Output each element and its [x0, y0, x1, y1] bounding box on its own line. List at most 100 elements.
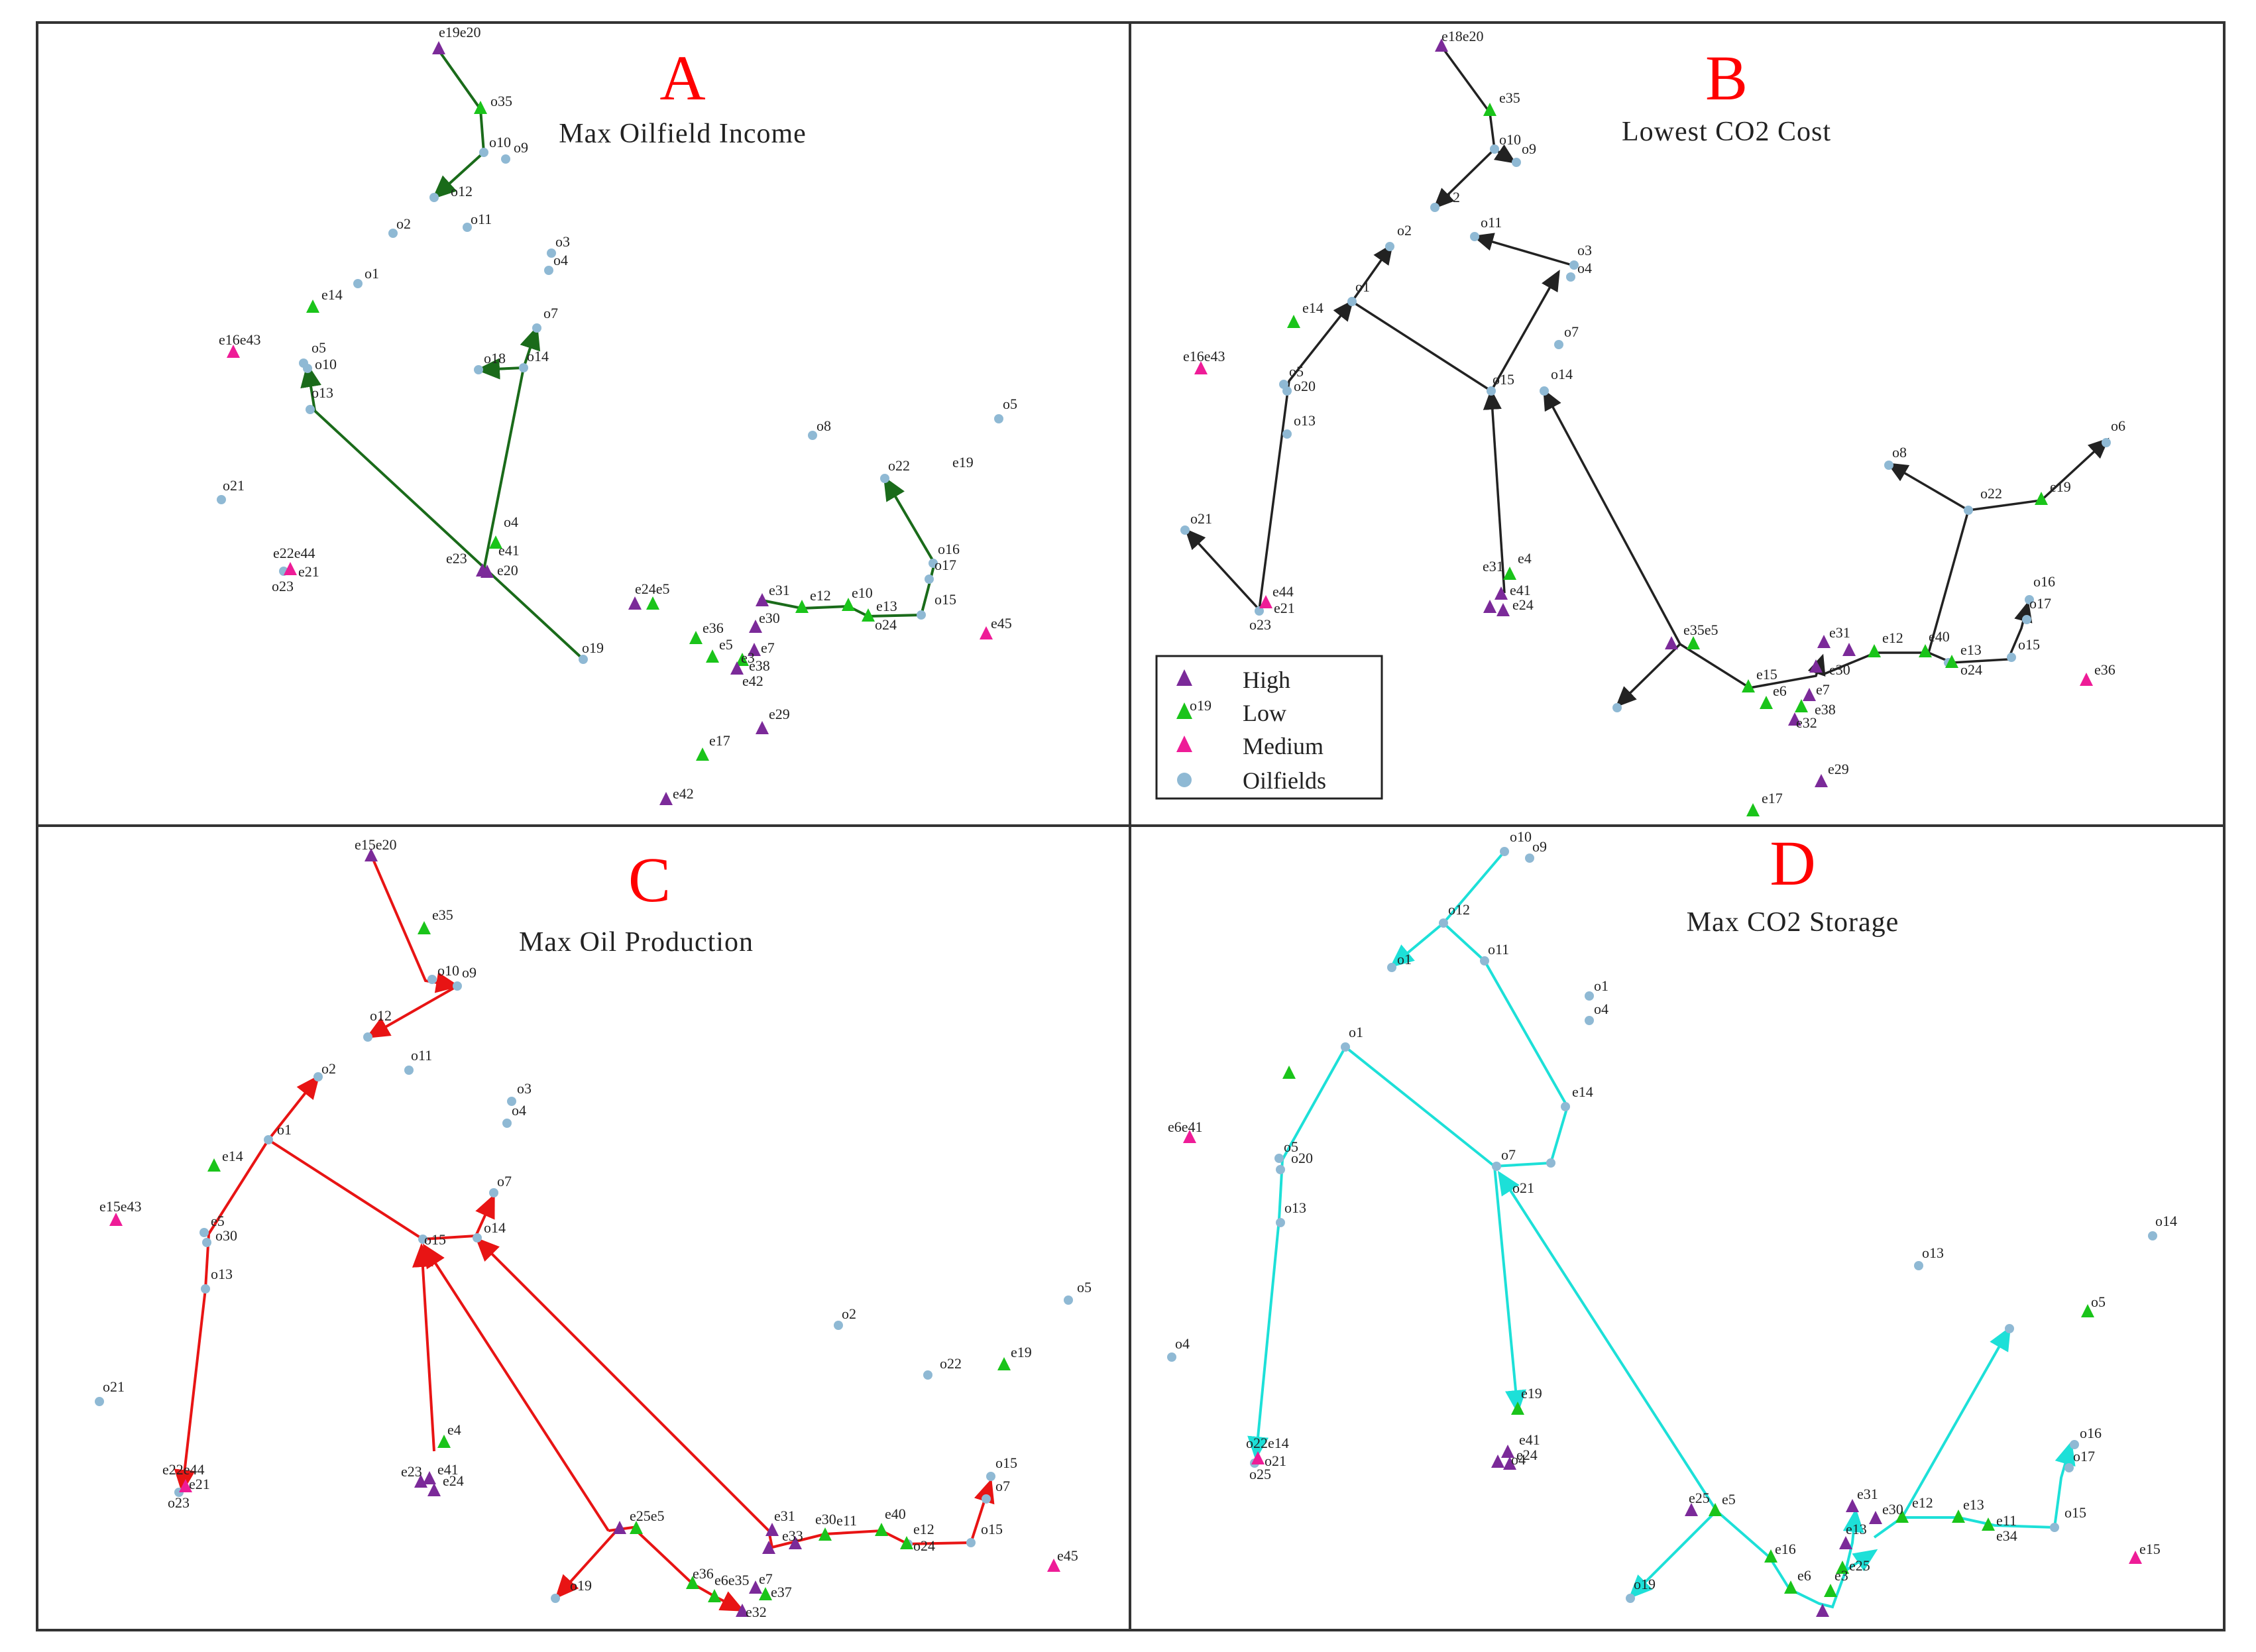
low-node: [1764, 1549, 1777, 1563]
low-node: [630, 1521, 643, 1534]
high-node: [1809, 659, 1823, 673]
low-node: [646, 596, 659, 610]
high-node: [1815, 774, 1828, 787]
node-label: e14: [1302, 300, 1324, 316]
node-label: o14: [2155, 1213, 2177, 1229]
low-node: [862, 608, 875, 622]
oilfield-node: [1566, 272, 1575, 282]
low-node: [1282, 1066, 1296, 1079]
oilfield-node: [925, 575, 934, 584]
node-label: e13: [1846, 1521, 1867, 1537]
oilfield-node: [1540, 386, 1549, 396]
oilfield-node: [217, 495, 226, 504]
oilfield-node: [1525, 854, 1534, 863]
low-node: [1795, 699, 1808, 712]
high-node: [749, 620, 762, 633]
panel-b-labels: e18e20e35o10o9o12o11o2o3o4o1e14o7e16e43o…: [1183, 28, 2125, 806]
low-node: [689, 631, 703, 644]
node-label: e22e44: [273, 545, 315, 561]
node-label: o4: [512, 1102, 526, 1119]
node-label: o1: [1594, 977, 1608, 994]
high-node: [756, 593, 769, 606]
node-label: o14: [1551, 366, 1573, 382]
oilfield-node: [1914, 1261, 1923, 1270]
medium-node: [1259, 595, 1272, 608]
oilfield-node: [519, 363, 528, 372]
oilfield-node: [1492, 1162, 1501, 1171]
legend-oilfield-icon: [1177, 773, 1192, 787]
node-label: e38: [1815, 701, 1836, 718]
node-label: o22: [888, 457, 910, 474]
high-node: [1816, 1604, 1829, 1617]
node-label: o12: [1448, 901, 1470, 918]
route-segment: [1844, 1549, 1878, 1572]
node-label: e23: [401, 1463, 422, 1480]
medium-node: [284, 562, 297, 575]
oilfield-node: [418, 1235, 427, 1244]
route-lines: [1184, 45, 2110, 708]
node-label: e40: [1929, 628, 1950, 645]
node-label: o22e14: [1246, 1435, 1289, 1451]
node-label: e17: [709, 732, 730, 749]
oilfield-node: [1561, 1102, 1570, 1111]
oilfield-node: [1439, 918, 1448, 928]
route-segment: [1628, 1510, 1718, 1599]
oilfield-node: [1282, 429, 1292, 439]
node-label: e12: [913, 1521, 934, 1537]
node-label: e19: [1521, 1385, 1542, 1402]
route-segment: [1615, 643, 1681, 708]
node-label: e7: [761, 639, 775, 656]
node-label: e44: [1272, 583, 1294, 600]
oilfield-node: [1282, 386, 1292, 396]
medium-node: [1194, 361, 1208, 374]
node-label: o1: [1397, 951, 1412, 967]
node-label: o15: [1493, 371, 1514, 388]
route-segment: [1822, 437, 2110, 676]
oilfield-node: [544, 266, 553, 275]
oilfield-node: [501, 154, 510, 164]
oilfield-node: [507, 1097, 516, 1106]
node-label: e25e5: [630, 1508, 665, 1524]
low-node: [1982, 1517, 1995, 1531]
oilfield-node: [306, 405, 315, 414]
high-node: [432, 41, 445, 54]
route-segment: [432, 49, 486, 199]
node-label: e36: [703, 620, 724, 636]
node-label: o15: [2018, 636, 2040, 653]
node-label: e24e5: [635, 580, 670, 597]
oilfield-node: [1341, 1042, 1350, 1052]
route-segment: [365, 985, 458, 1038]
node-label: e3: [1834, 1567, 1848, 1584]
node-label: e21: [298, 563, 319, 580]
node-label: o9: [1522, 140, 1536, 157]
node-label: o2: [396, 215, 411, 232]
node-label: e29: [769, 706, 790, 722]
node-label: o23: [272, 578, 294, 594]
high-node: [789, 1536, 802, 1549]
oilfield-node: [1512, 158, 1521, 167]
node-label: e40: [885, 1506, 906, 1522]
oilfield-node: [1964, 506, 1973, 515]
node-label: o11: [471, 211, 492, 227]
node-label: o11: [411, 1047, 432, 1064]
oilfield-node: [2022, 615, 2031, 624]
node-label: e21: [189, 1476, 210, 1492]
route-segment: [266, 1074, 424, 1240]
node-label: e25: [1849, 1557, 1870, 1574]
node-label: e5: [1722, 1491, 1736, 1508]
node-label: e14: [222, 1148, 243, 1164]
node-label: e41: [1510, 582, 1531, 598]
low-node: [1895, 1510, 1909, 1523]
oilfield-node: [264, 1135, 273, 1144]
route-segment: [1901, 1326, 2011, 1518]
node-label: o4: [504, 514, 518, 530]
oilfield-node: [2025, 595, 2034, 604]
medium-node: [2080, 673, 2093, 686]
oilfield-node: [2148, 1231, 2157, 1240]
low-node: [736, 653, 749, 666]
oilfield-node: [547, 248, 556, 258]
node-label: o19: [570, 1577, 592, 1594]
medium-node: [1047, 1559, 1060, 1572]
